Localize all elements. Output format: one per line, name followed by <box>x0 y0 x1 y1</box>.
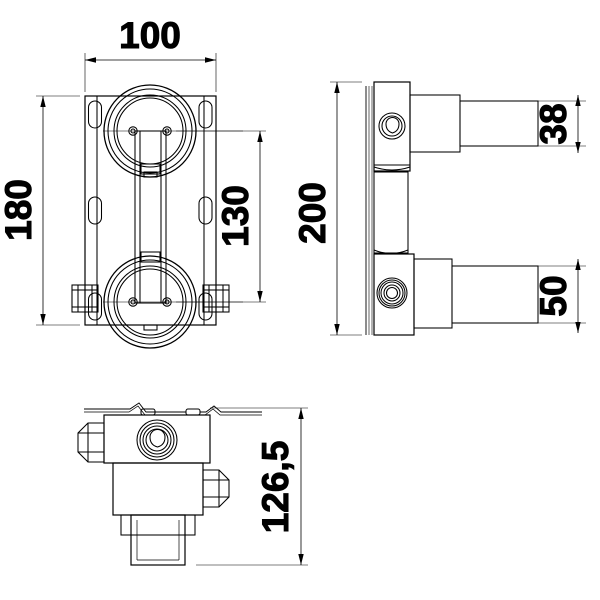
side-upper-outlet-step1 <box>409 94 461 153</box>
dimension-label-200: 200 <box>292 182 333 244</box>
side-lower-boss-r1 <box>383 284 401 302</box>
bottom-knob-ring2 <box>139 422 175 458</box>
dimension-label-130: 130 <box>215 185 256 247</box>
bottom-body-lower-box <box>112 462 204 516</box>
dimension-label-38: 38 <box>533 103 574 144</box>
side-lower-outlet-step1 <box>413 258 453 329</box>
mounting-slot <box>87 196 103 225</box>
side-lower-outlet-pipe <box>451 265 539 324</box>
dimension-126-5: 126,5 <box>196 407 308 566</box>
dimension-50: 50 <box>452 259 586 333</box>
dimension-200: 200 <box>291 81 362 336</box>
mounting-slot <box>198 196 213 225</box>
bottom-bracket-left-wing-inner <box>84 405 186 416</box>
bottom-knob-glyph <box>149 429 166 448</box>
block-bottom-curve <box>373 166 411 171</box>
dimension-label-180: 180 <box>0 179 39 241</box>
side-view <box>365 81 539 336</box>
bottom-outlet-stem <box>130 514 186 566</box>
mounting-slot <box>87 100 103 129</box>
side-center-column <box>373 171 409 254</box>
side-lower-block <box>373 253 415 336</box>
front-left-hex-connector <box>71 284 99 313</box>
dimension-38: 38 <box>460 95 586 153</box>
bottom-body-upper-box <box>103 414 211 464</box>
side-lower-boss-r4 <box>376 277 408 309</box>
bottom-knob-ring3 <box>142 425 172 455</box>
side-upper-outlet-pipe <box>459 100 539 147</box>
bottom-view <box>77 402 262 566</box>
valve-locating-tab <box>143 171 158 178</box>
bottom-outlet-shoulder <box>120 514 196 536</box>
bottom-knob-outer <box>136 419 178 461</box>
bottom-wing-tab-right <box>185 408 201 416</box>
bottom-bracket-right-wing <box>200 405 262 413</box>
dimension-label-126-5: 126,5 <box>255 441 296 534</box>
side-lower-boss-bore <box>385 286 399 300</box>
dimension-180: 180 <box>0 95 80 326</box>
dimension-label-50: 50 <box>533 275 574 316</box>
side-lower-boss-r2 <box>380 281 404 305</box>
bottom-bracket-left-wing <box>84 402 186 413</box>
side-upper-knob-mid <box>381 115 403 137</box>
mounting-slot <box>198 100 213 129</box>
valve-locating-tab <box>143 324 158 331</box>
side-upper-knob-glyph <box>385 116 400 134</box>
dimension-100: 100 <box>84 14 217 92</box>
dimension-label-100: 100 <box>119 15 181 56</box>
front-right-hex-connector <box>202 284 230 313</box>
dimension-130: 130 <box>176 130 266 303</box>
side-lower-boss-r3 <box>378 279 406 307</box>
front-view <box>71 84 243 349</box>
bottom-right-hex-nut <box>202 469 230 508</box>
bottom-left-hex-nut <box>77 422 105 463</box>
side-upper-knob-outer <box>378 112 406 140</box>
